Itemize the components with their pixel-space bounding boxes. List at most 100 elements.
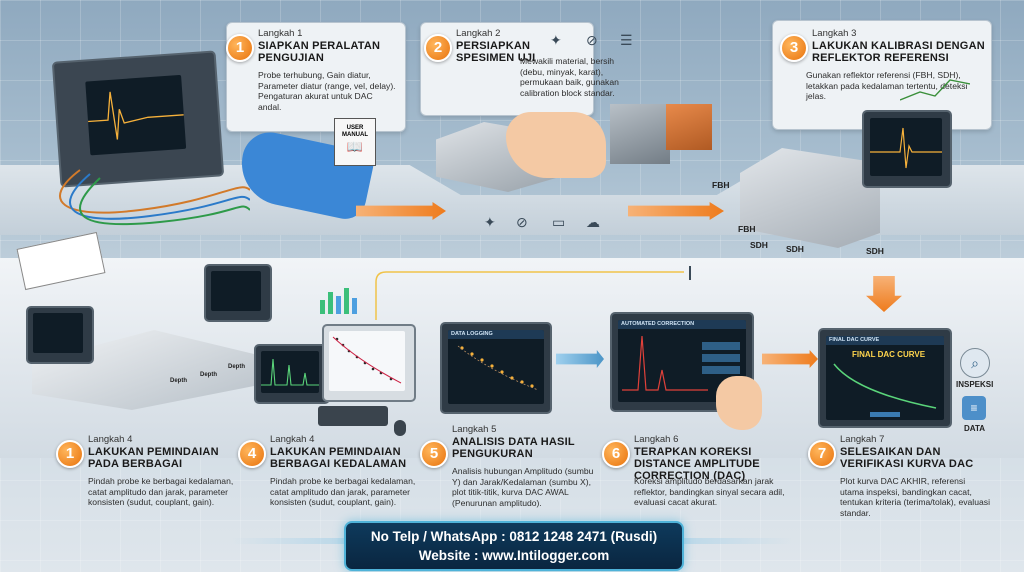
step-7-title: SELESAIKAN DAN VERIFIKASI KURVA DAC [840,446,974,470]
step-1-label: Langkah 1 [258,28,303,39]
data-logging-plot [457,345,539,391]
final-dac-header: FINAL DAC CURVE [826,336,944,345]
scatter-plot [332,336,402,384]
step-4-screen [261,351,319,393]
depth-label-1: Depth [170,378,187,384]
step-1-badge: 1 [226,34,254,62]
step-3-desc: Gunakan reflektor referensi (FBH, SDH), … [806,70,968,101]
step-5-badge: 5 [420,440,448,468]
step-7-badge: 7 [808,440,836,468]
step-5-title: ANALISIS DATA HASIL PENGUKURAN [452,436,575,460]
step-1-desc: Probe terhubung, Gain diatur, Parameter … [258,70,396,112]
keyboard [318,406,388,426]
fbh-label-1: FBH [712,180,730,190]
step-4-monitor [254,344,330,404]
step-4-small-monitor-1 [26,306,94,364]
step-4-waveform [261,358,319,386]
step-3-waveform [870,127,942,169]
flaw-detector-device [51,50,225,188]
data-logging-screen: DATA LOGGING [448,330,544,404]
step-5-label: Langkah 5 [452,424,497,435]
cleaning-hand [506,112,606,178]
final-dac-curve [833,363,937,417]
step-1-title: SIAPKAN PERALATAN PENGUJIAN [258,40,381,64]
step-2-title: PERSIAPKAN SPESIMEN UJI [456,40,536,64]
correction-waveform [622,335,740,391]
inspection-icon: ⌕ [960,348,990,378]
step-3-badge: 3 [780,34,808,62]
step-4a-label: Langkah 4 [88,434,133,445]
step-4-small-screen-2 [211,271,261,311]
flow-arrow-2 [628,202,724,220]
step-4a-title: LAKUKAN PEMINDAIAN PADA BERBAGAI [88,446,219,470]
step-6-badge: 6 [602,440,630,468]
step-7-desc: Plot kurva DAC AKHIR, referensi utama in… [840,476,990,518]
step-6-title: TERAPKAN KOREKSI DISTANCE AMPLITUDE CORR… [634,446,760,482]
cable-loop [374,262,694,322]
reference-block [740,148,880,248]
step-3-monitor [862,110,952,188]
sdh-label-2: SDH [786,244,804,254]
final-dac-monitor: FINAL DAC CURVE FINAL DAC CURVE [818,328,952,428]
data-label: DATA [964,424,986,433]
flow-arrow-1 [356,202,446,220]
step-2-desc: Mewakili material, bersih (debu, minyak,… [520,56,619,98]
automated-correction-header: AUTOMATED CORRECTION [618,320,746,329]
chart-mini-icon [899,70,971,106]
sdh-label-3: SDH [866,246,884,256]
step-2-panel [420,22,594,116]
step-3-label: Langkah 3 [812,28,857,39]
surface-icon: ▭ [552,214,566,230]
step-2-badge: 2 [424,34,452,62]
scatter-screen [329,331,405,391]
data-icon: ≡ [962,396,986,420]
flow-arrow-4 [762,350,818,368]
scatter-monitor [322,324,416,402]
step-4b-title: LAKUKAN PEMINDAIAN BERBAGAI KEDALAMAN [270,446,407,470]
step-1-panel [226,22,406,132]
layers-icon: ☰ [620,32,633,48]
no-oil-icon: ⊘ [586,32,598,48]
no-dirt-icon: ⊘ [516,214,528,230]
bar-chart-icon [318,284,368,314]
contact-website: Website : www.Intilogger.com [418,548,610,563]
step-4-small-monitor-2 [204,264,272,322]
book-icon: 📖 [346,139,364,154]
calibration-block-copper [666,104,712,150]
a-scan-waveform [88,91,184,140]
sparkle-icon-2: ✦ [484,214,496,230]
step-4a-desc: Pindah probe ke berbagai kedalaman, cata… [88,476,234,507]
step-6-desc: Koreksi amplitudo berdasarkan jarak refl… [634,476,785,507]
step-4b-badge: 4 [238,440,266,468]
user-manual-book: USER MANUAL 📖 [334,118,376,166]
probe-cables [20,160,251,230]
depth-label-2: Depth [200,372,217,378]
contact-box: No Telp / WhatsApp : 0812 1248 2471 (Rus… [344,521,684,571]
final-dac-screen: FINAL DAC CURVE FINAL DAC CURVE [826,336,944,420]
data-logging-monitor: DATA LOGGING [440,322,552,414]
final-dac-title: FINAL DAC CURVE [852,350,926,359]
step-5-desc: Analisis hubungan Amplitudo (sumbu Y) da… [452,466,594,508]
flow-arrow-3 [556,350,604,368]
sdh-label-1: SDH [750,240,768,250]
mouse [394,420,406,436]
data-logging-header: DATA LOGGING [448,330,544,339]
step-6-label: Langkah 6 [634,434,679,445]
user-manual-label: USER MANUAL [342,125,368,138]
step-3-title: LAKUKAN KALIBRASI DENGAN REFLEKTOR REFER… [812,40,985,64]
depth-label-3: Depth [228,364,245,370]
cloud-icon: ☁ [586,214,600,230]
step-4b-label: Langkah 4 [270,434,315,445]
pointing-hand [716,376,762,430]
step-3-screen [870,118,942,176]
sparkle-icon: ✦ [550,32,562,48]
step-4b-desc: Pindah probe ke berbagai kedalaman, cata… [270,476,416,507]
fbh-label-2: FBH [738,224,756,234]
step-4a-badge: 1 [56,440,84,468]
automated-correction-tablet: AUTOMATED CORRECTION [610,312,754,412]
contact-phone: No Telp / WhatsApp : 0812 1248 2471 (Rus… [370,529,658,544]
inspeksi-label: INSPEKSI [956,380,994,389]
step-2-label: Langkah 2 [456,28,501,39]
step-4-small-screen-1 [33,313,83,353]
